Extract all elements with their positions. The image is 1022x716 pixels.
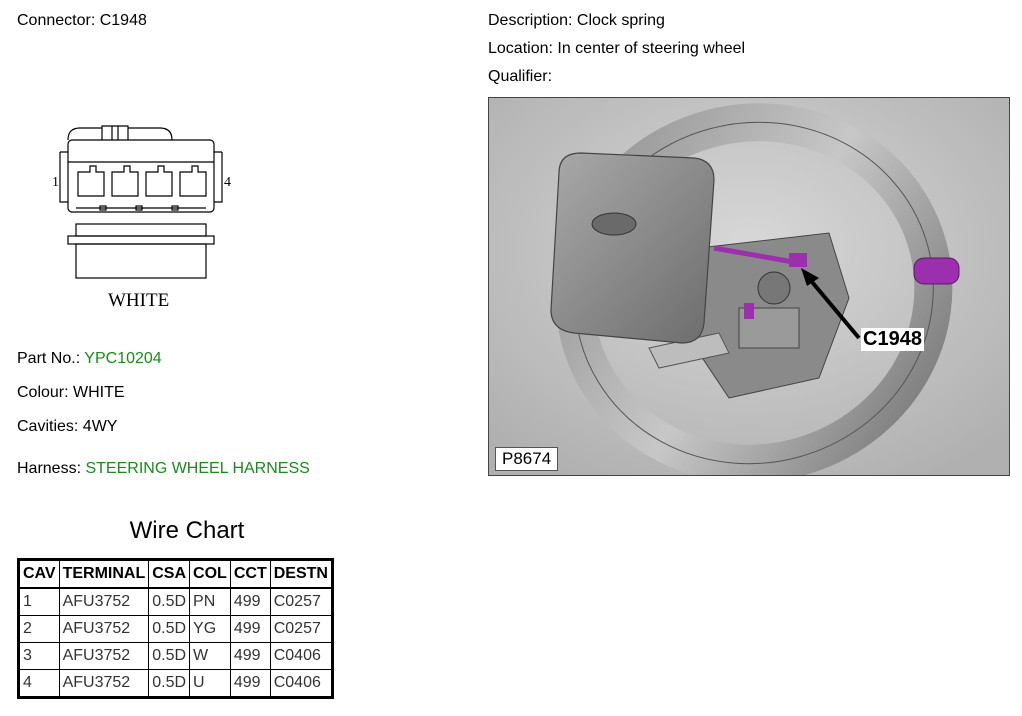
- table-cell: C0406: [269, 669, 333, 698]
- column-header: DESTN: [269, 559, 333, 589]
- column-header: CAV: [18, 559, 60, 589]
- pin-4-label: 4: [224, 175, 231, 190]
- table-cell: 2: [18, 615, 60, 643]
- table-cell: 0.5D: [148, 587, 191, 616]
- pin-1-label: 1: [52, 175, 59, 190]
- harness-link[interactable]: STEERING WHEEL HARNESS: [85, 460, 310, 477]
- table-cell: U: [189, 669, 231, 698]
- connector-label: Connector: C1948: [17, 12, 147, 29]
- part-number-link[interactable]: YPC10204: [84, 350, 162, 367]
- table-row: 1 AFU3752 0.5D PN 499 C0257: [18, 587, 333, 616]
- table-cell: 1: [18, 587, 60, 616]
- table-cell: AFU3752: [58, 587, 150, 616]
- wire-chart-table: CAV TERMINAL CSA COL CCT DESTN 1 AFU3752…: [17, 558, 334, 699]
- qualifier-label: Qualifier:: [488, 68, 553, 85]
- table-cell: C0406: [269, 642, 333, 670]
- column-header: COL: [189, 559, 231, 589]
- table-cell: W: [189, 642, 231, 670]
- table-cell: 499: [229, 615, 271, 643]
- table-cell: 499: [229, 669, 271, 698]
- cavities-label: Cavities: 4WY: [17, 418, 118, 435]
- table-row: 3 AFU3752 0.5D W 499 C0406: [18, 642, 333, 670]
- column-header: CCT: [229, 559, 271, 589]
- wire-chart-title: Wire Chart: [129, 517, 245, 544]
- steering-wheel-illustration: [489, 98, 1009, 475]
- image-reference-id: P8674: [495, 447, 559, 471]
- part-number-label: Part No.:: [17, 350, 85, 367]
- harness-label: Harness:: [17, 460, 86, 477]
- table-cell: 4: [18, 669, 60, 698]
- connector-face-diagram: 1 4 WHITE: [52, 125, 231, 311]
- location-label: Location: In center of steering wheel: [488, 40, 746, 57]
- location-image: C1948 P8674: [488, 97, 1010, 476]
- column-header: CSA: [148, 559, 191, 589]
- table-cell: PN: [189, 587, 231, 616]
- table-cell: 3: [18, 642, 60, 670]
- table-cell: 499: [229, 642, 271, 670]
- table-row: 2 AFU3752 0.5D YG 499 C0257: [18, 615, 333, 643]
- connector-callout: C1948: [861, 328, 924, 351]
- description-label: Description: Clock spring: [488, 12, 665, 29]
- column-header: TERMINAL: [58, 559, 150, 589]
- table-cell: C0257: [269, 615, 333, 643]
- table-cell: 499: [229, 587, 271, 616]
- table-cell: 0.5D: [148, 615, 191, 643]
- table-cell: AFU3752: [58, 642, 150, 670]
- table-cell: AFU3752: [58, 669, 150, 698]
- table-cell: 0.5D: [148, 669, 191, 698]
- wire-chart-header-row: CAV TERMINAL CSA COL CCT DESTN: [18, 559, 333, 589]
- table-cell: C0257: [269, 587, 333, 616]
- part-number-row: Part No.: YPC10204: [17, 350, 162, 368]
- table-row: 4 AFU3752 0.5D U 499 C0406: [18, 669, 333, 698]
- table-cell: YG: [189, 615, 231, 643]
- colour-label: Colour: WHITE: [17, 384, 125, 401]
- harness-row: Harness: STEERING WHEEL HARNESS: [17, 460, 310, 478]
- connector-color-text: WHITE: [108, 290, 169, 311]
- table-cell: AFU3752: [58, 615, 150, 643]
- table-cell: 0.5D: [148, 642, 191, 670]
